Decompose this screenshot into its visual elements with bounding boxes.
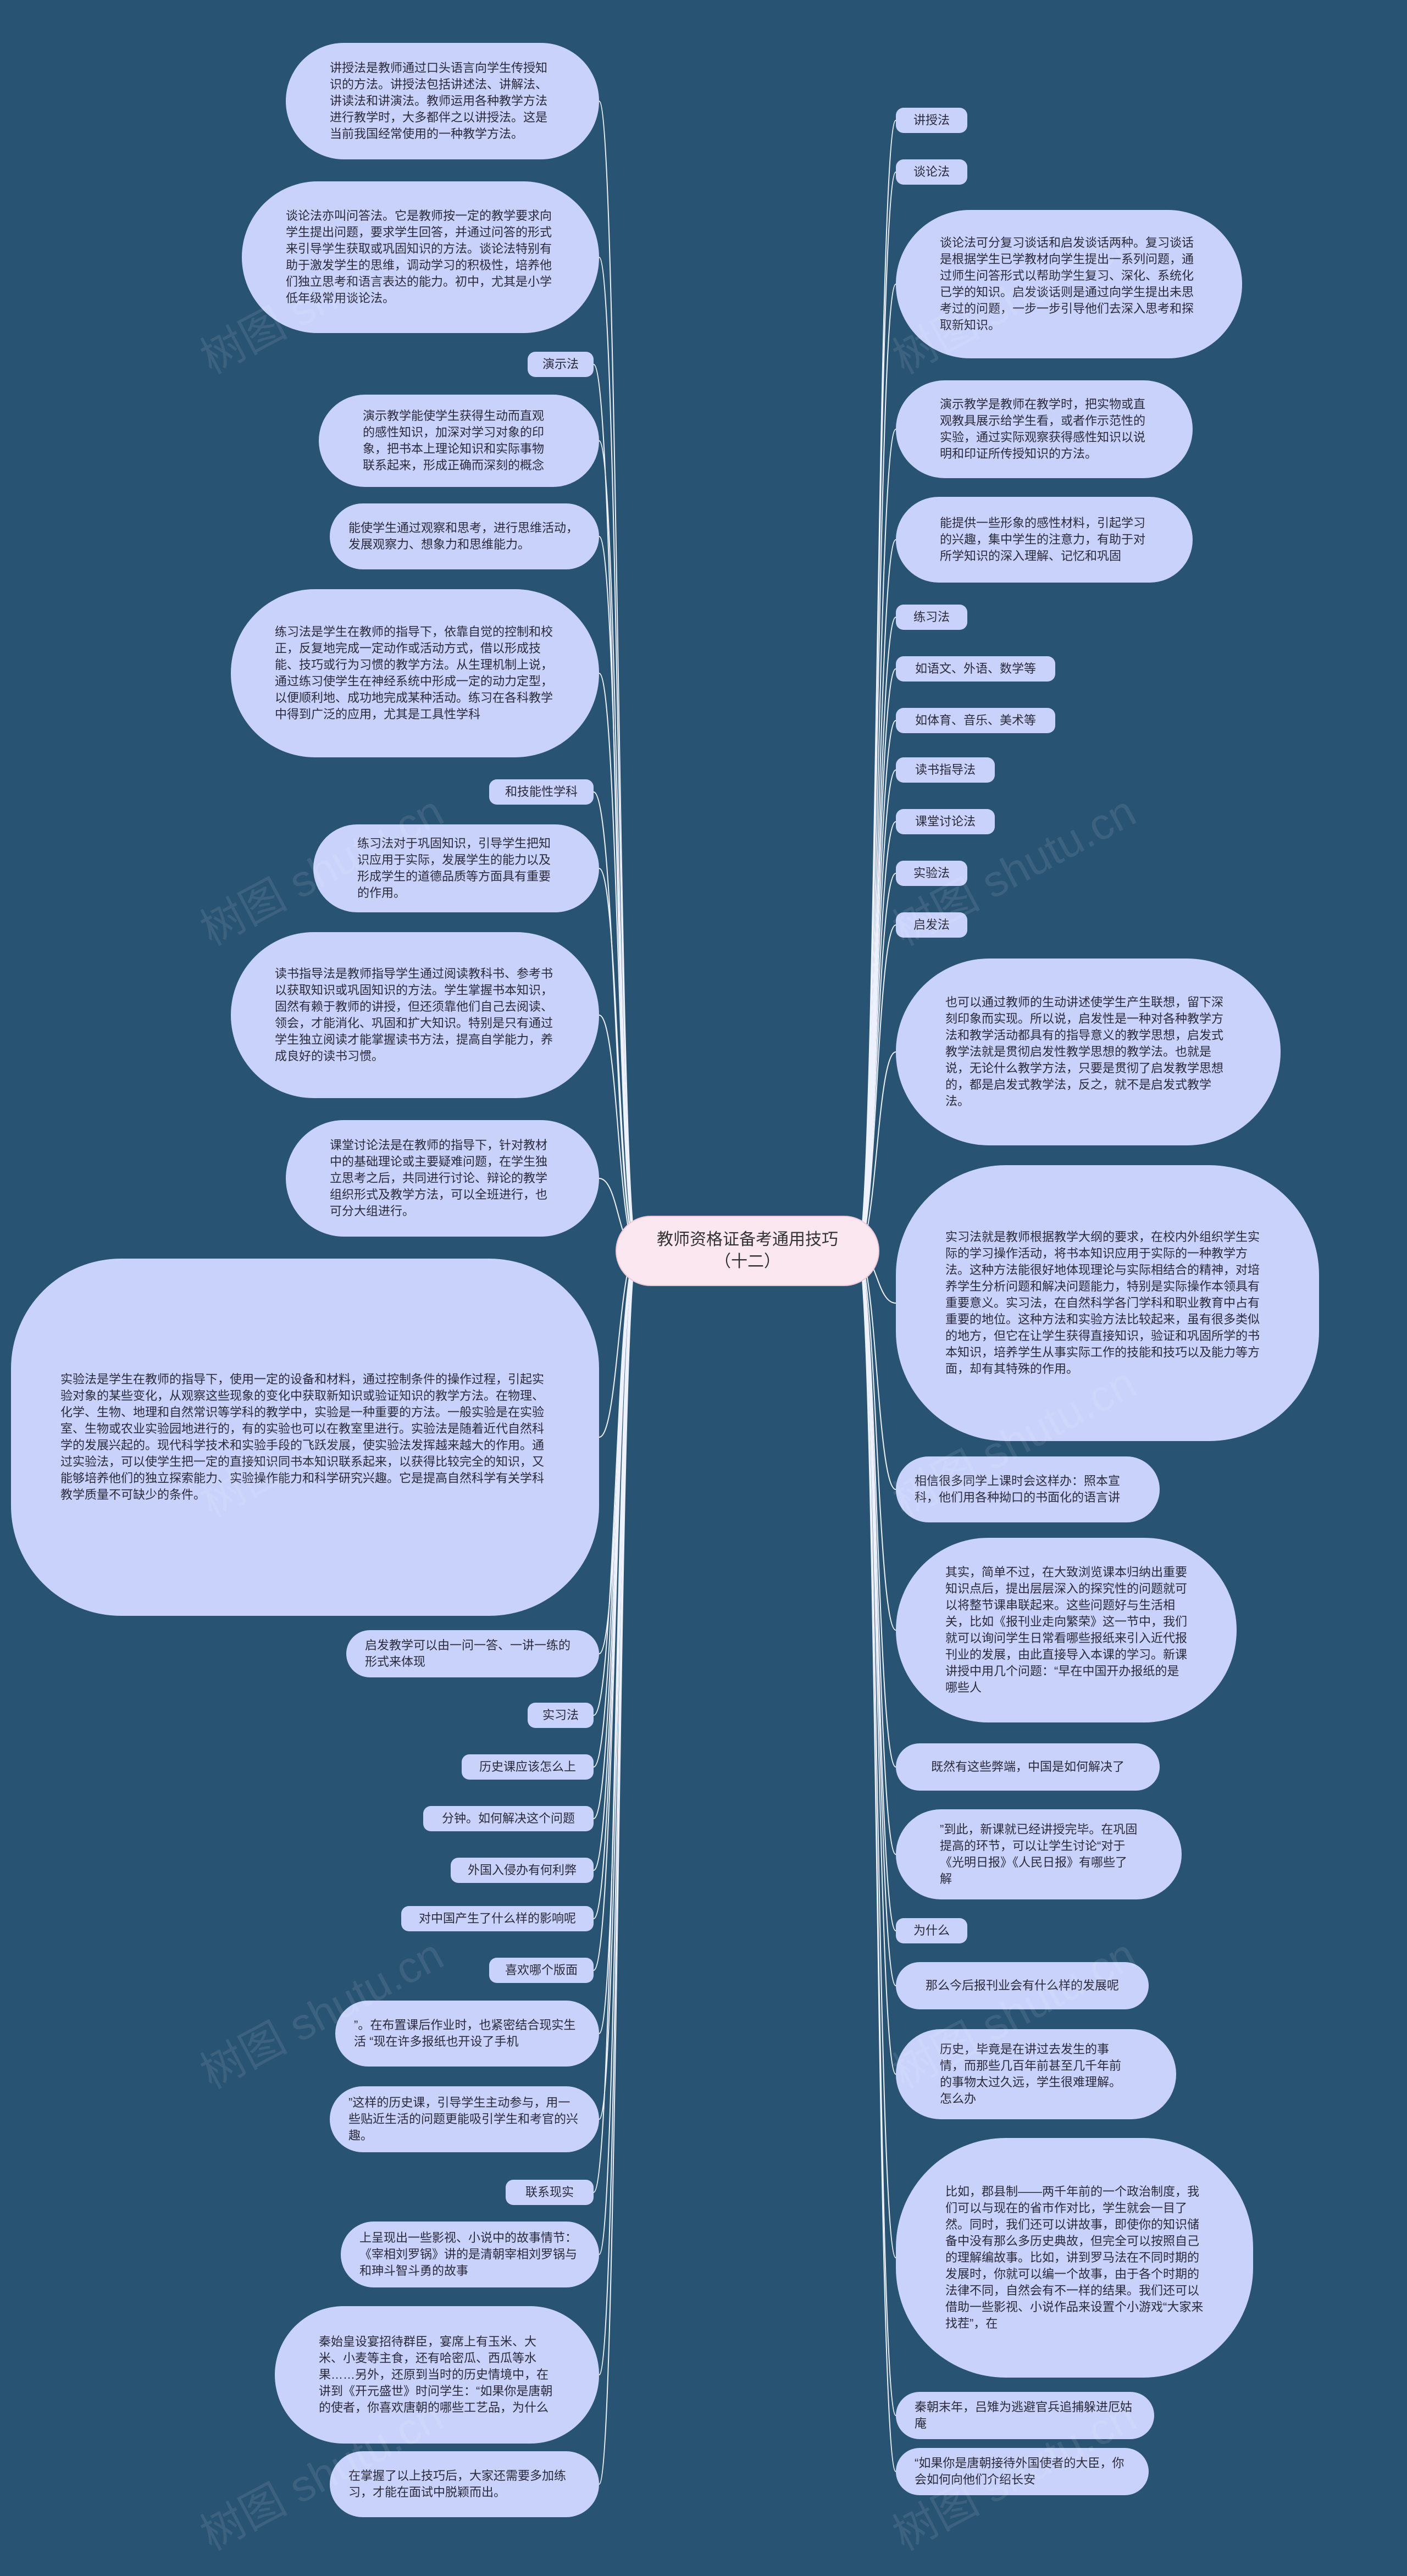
connector-line [857, 1250, 896, 1855]
left-node-9[interactable]: 读书指导法是教师指导学生通过阅读教科书、参考书以获取知识或巩固知识的方法。学生掌… [231, 932, 599, 1098]
left-node-15[interactable]: 分钟。如何解决这个问题 [423, 1806, 594, 1831]
left-node-6[interactable]: 练习法是学生在教师的指导下，依靠自觉的控制和校正，反复地完成一定动作或活动方式，… [231, 589, 599, 757]
connector-line [857, 539, 896, 1251]
connector-line [857, 284, 896, 1251]
left-node-4[interactable]: 演示教学能使学生获得生动而直观的感性知识，加深对学习对象的印象，把书本上理论知识… [319, 395, 599, 487]
right-node-3[interactable]: 谈论法可分复习谈话和启发谈话两种。复习谈话是根据学生已学教材向学生提出一系列问题… [896, 210, 1242, 358]
left-node-10[interactable]: 课堂讨论法是在教师的指导下，针对教材中的基础理论或主要疑难问题，在学生独立思考之… [286, 1120, 599, 1237]
connector-line [857, 1250, 896, 1768]
connector-line [857, 821, 896, 1251]
connector-line [857, 1250, 896, 1931]
connector-line [599, 673, 638, 1251]
right-node-17[interactable]: 既然有这些弊端，中国是如何解决了 [896, 1743, 1160, 1791]
connector-line [857, 1250, 896, 2416]
left-node-7[interactable]: 和技能性学科 [489, 779, 594, 805]
connector-line [599, 1015, 638, 1251]
connector-line [593, 791, 638, 1251]
right-node-2[interactable]: 谈论法 [896, 159, 967, 185]
right-node-7[interactable]: 如语文、外语、数学等 [896, 656, 1055, 682]
left-node-3[interactable]: 演示法 [528, 352, 594, 377]
left-node-20[interactable]: ”这样的历史课，引导学生主动参与，用一些贴近生活的问题更能吸引学生和考官的兴趣。 [330, 2086, 599, 2152]
connector-line [599, 1250, 638, 1654]
right-node-6[interactable]: 练习法 [896, 605, 967, 630]
right-node-8[interactable]: 如体育、音乐、美术等 [896, 708, 1055, 733]
connector-line [593, 364, 638, 1251]
left-node-12[interactable]: 启发教学可以由一问一答、一讲一练的形式来体现 [346, 1630, 599, 1677]
connector-line [857, 1250, 896, 1986]
right-node-12[interactable]: 启发法 [896, 912, 967, 938]
connector-line [599, 101, 638, 1251]
left-node-2[interactable]: 谈论法亦叫问答法。它是教师按一定的教学要求向学生提出问题，要求学生回答，并通过问… [242, 181, 599, 333]
connector-line [599, 1250, 638, 2255]
left-node-22[interactable]: 上呈现出一些影视、小说中的故事情节：《宰相刘罗锅》讲的是清朝宰相刘罗锅与和珅斗智… [341, 2222, 599, 2287]
connector-line [599, 1250, 638, 2034]
right-node-15[interactable]: 相信很多同学上课时会这样办：照本宣科，他们用各种拗口的书面化的语言讲 [896, 1456, 1160, 1522]
right-node-14[interactable]: 实习法就是教师根据教学大纲的要求，在校内外组织学生实际的学习操作活动，将书本知识… [896, 1165, 1319, 1441]
connector-line [593, 1250, 638, 1971]
right-node-9[interactable]: 读书指导法 [896, 757, 995, 783]
connector-line [857, 171, 896, 1251]
connector-line [857, 1250, 896, 1490]
connector-line [599, 536, 638, 1251]
left-node-8[interactable]: 练习法对于巩固知识，引导学生把知识应用于实际，发展学生的能力以及形成学生的道德品… [313, 824, 599, 912]
connector-line [593, 1250, 638, 2193]
connector-line [599, 1250, 638, 2375]
right-node-10[interactable]: 课堂讨论法 [896, 809, 995, 834]
connector-line [599, 257, 638, 1251]
left-node-19[interactable]: ”。在布置课后作业时，也紧密结合现实生活 “现在许多报纸也开设了手机 [335, 2001, 599, 2067]
connector-line [857, 1250, 896, 2472]
right-node-11[interactable]: 实验法 [896, 861, 967, 886]
left-node-13[interactable]: 实习法 [528, 1703, 594, 1728]
left-node-18[interactable]: 喜欢哪个版面 [489, 1958, 594, 1983]
right-node-24[interactable]: “如果你是唐朝接待外国使者的大臣，你会如何向他们介绍长安 [896, 2448, 1149, 2495]
left-node-1[interactable]: 讲授法是教师通过口头语言向学生传授知识的方法。讲授法包括讲述法、讲解法、讲读法和… [286, 43, 599, 159]
connector-line [593, 1250, 638, 1768]
connector-line [857, 1250, 896, 2258]
left-node-21[interactable]: 联系现实 [506, 2180, 594, 2205]
left-node-24[interactable]: 在掌握了以上技巧后，大家还需要多加练习，才能在面试中脱颖而出。 [330, 2451, 599, 2517]
left-node-23[interactable]: 秦始皇设宴招待群臣，宴席上有玉米、大米、小麦等主食，还有哈密瓜、西瓜等水果……另… [275, 2306, 599, 2444]
connector-line [857, 429, 896, 1251]
left-node-5[interactable]: 能使学生通过观察和思考，进行思维活动，发展观察力、想象力和思维能力。 [330, 503, 599, 569]
connector-line [599, 1250, 638, 2485]
left-node-14[interactable]: 历史课应该怎么上 [462, 1754, 594, 1780]
connector-line [599, 440, 638, 1251]
left-node-11[interactable]: 实验法是学生在教师的指导下，使用一定的设备和材料，通过控制条件的操作过程，引起实… [11, 1259, 599, 1616]
right-node-13[interactable]: 也可以通过教师的生动讲述使学生产生联想，留下深刻印象而实现。所以说，启发性是一种… [896, 959, 1281, 1145]
connector-line [599, 868, 638, 1251]
connector-line [593, 1250, 638, 1919]
right-node-23[interactable]: 秦朝末年，吕雉为逃避官兵追捕躲进厄姑庵 [896, 2392, 1154, 2439]
connector-line [857, 668, 896, 1251]
right-node-18[interactable]: ”到此，新课就已经讲授完毕。在巩固提高的环节，可以让学生讨论“对于《光明日报》《… [896, 1809, 1182, 1899]
connector-line [857, 120, 896, 1251]
connector-line [857, 924, 896, 1251]
connector-line [593, 1250, 638, 1871]
connector-line [857, 617, 896, 1251]
connector-line [599, 1250, 638, 2120]
connector-line [593, 1250, 638, 1716]
right-node-5[interactable]: 能提供一些形象的感性材料，引起学习的兴趣，集中学生的注意力，有助于对所学知识的深… [896, 497, 1193, 583]
connector-line [857, 1250, 896, 1631]
connector-line [857, 720, 896, 1251]
right-node-1[interactable]: 讲授法 [896, 108, 967, 133]
right-node-16[interactable]: 其实，简单不过，在大致浏览课本归纳出重要知识点后，提出层层深入的探究性的问题就可… [896, 1538, 1237, 1722]
connector-line [593, 1250, 638, 1819]
left-node-17[interactable]: 对中国产生了什么样的影响呢 [401, 1906, 594, 1931]
right-node-22[interactable]: 比如，郡县制——两千年前的一个政治制度，我们可以与现在的省市作对比，学生就会一目… [896, 2138, 1253, 2378]
right-node-21[interactable]: 历史，毕竟是在讲过去发生的事情，而那些几百年前甚至几千年前的事物太过久远，学生很… [896, 2029, 1176, 2119]
central-topic[interactable]: 教师资格证备考通用技巧 （十二） [616, 1216, 879, 1286]
left-node-16[interactable]: 外国入侵办有何利弊 [451, 1858, 594, 1883]
connector-line [857, 873, 896, 1251]
right-node-4[interactable]: 演示教学是教师在教学时，把实物或直观教具展示给学生看，或者作示范性的实验，通过实… [896, 380, 1193, 478]
connector-line [857, 769, 896, 1251]
right-node-20[interactable]: 那么今后报刊业会有什么样的发展呢 [896, 1962, 1149, 2009]
right-node-19[interactable]: 为什么 [896, 1918, 967, 1943]
connector-line [857, 1250, 896, 2075]
